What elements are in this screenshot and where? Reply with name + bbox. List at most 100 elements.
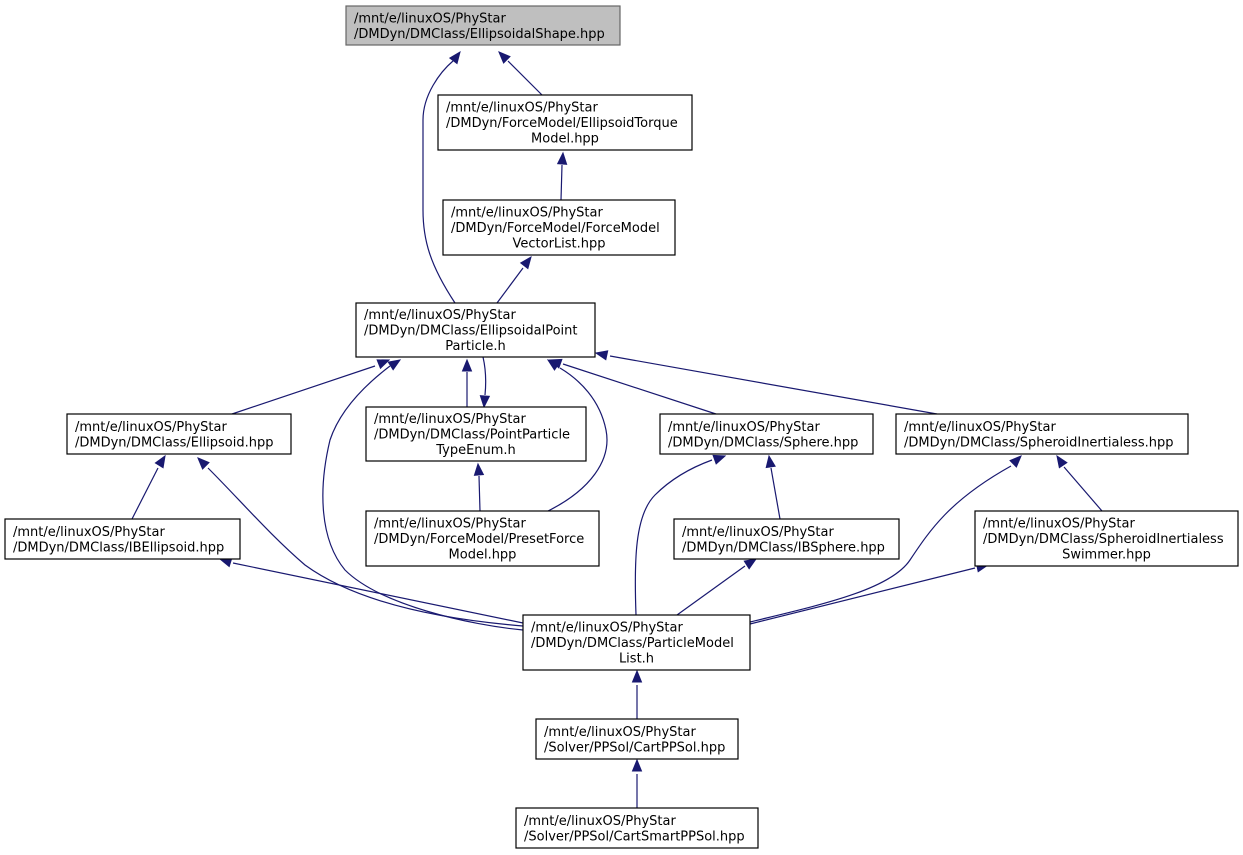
node-box bbox=[673, 518, 900, 560]
node-particle-model-list[interactable]: /mnt/e/linuxOS/PhyStar/DMDyn/DMClass/Par… bbox=[522, 614, 751, 671]
edge-line bbox=[131, 467, 159, 520]
node-label-line: /mnt/e/linuxOS/PhyStar bbox=[531, 621, 683, 636]
edge-line bbox=[231, 365, 376, 415]
node-label-line: Particle.h bbox=[445, 339, 505, 354]
node-label-line: /mnt/e/linuxOS/PhyStar bbox=[446, 101, 598, 116]
edge-ib_sphere-to-sphere bbox=[765, 454, 781, 520]
node-label-line: /mnt/e/linuxOS/PhyStar bbox=[75, 420, 227, 435]
node-label-line: VectorList.hpp bbox=[512, 237, 605, 252]
node-box bbox=[355, 302, 596, 358]
arrowhead-icon bbox=[765, 454, 776, 469]
node-label-line: Swimmer.hpp bbox=[1062, 548, 1151, 563]
edge-ib_ellipsoid-to-ellipsoid bbox=[131, 454, 166, 520]
node-box bbox=[522, 614, 751, 671]
node-label-line: /DMDyn/ForceModel/ForceModel bbox=[451, 221, 660, 236]
edge-point_particle_type_enum-to-ellipsoidal_point_particle bbox=[461, 358, 473, 407]
node-preset-force-model[interactable]: /mnt/e/linuxOS/PhyStar/DMDyn/ForceModel/… bbox=[365, 510, 600, 567]
arrowhead-icon bbox=[712, 454, 727, 465]
node-ib-sphere[interactable]: /mnt/e/linuxOS/PhyStar/DMDyn/DMClass/IBS… bbox=[673, 518, 900, 560]
nodes-layer: /mnt/e/linuxOS/PhyStar/DMDyn/DMClass/Ell… bbox=[4, 5, 1239, 849]
edge-line bbox=[560, 164, 563, 201]
edge-ellipsoidal_point_particle-to-force_model_vector_list bbox=[496, 255, 532, 304]
arrowhead-icon bbox=[154, 454, 166, 469]
arrowhead-icon bbox=[548, 358, 563, 369]
edge-particle_model_list-to-ellipsoidal_point_particle bbox=[322, 359, 524, 631]
arrowhead-icon bbox=[479, 395, 491, 409]
node-label-line: /mnt/e/linuxOS/PhyStar bbox=[374, 412, 526, 427]
edge-line bbox=[676, 565, 746, 616]
node-box bbox=[535, 718, 739, 760]
edge-line bbox=[770, 467, 781, 520]
node-label-line: /mnt/e/linuxOS/PhyStar bbox=[544, 725, 696, 740]
node-label-line: /Solver/PPSol/CartPPSol.hpp bbox=[544, 740, 725, 755]
node-force-model-vector-list[interactable]: /mnt/e/linuxOS/PhyStar/DMDyn/ForceModel/… bbox=[442, 199, 676, 256]
node-box bbox=[437, 94, 693, 151]
edge-ellipsoid_torque_model-to-ellipsoidal_shape bbox=[498, 51, 543, 96]
node-label-line: /DMDyn/ForceModel/EllipsoidTorque bbox=[446, 116, 678, 131]
node-ellipsoidal-point-particle[interactable]: /mnt/e/linuxOS/PhyStar/DMDyn/DMClass/Ell… bbox=[355, 302, 596, 358]
node-label-line: Model.hpp bbox=[449, 548, 517, 563]
node-box bbox=[442, 199, 676, 256]
node-label-line: /DMDyn/DMClass/Sphere.hpp bbox=[668, 435, 858, 450]
node-label-line: /DMDyn/DMClass/ParticleModel bbox=[531, 636, 734, 651]
arrowhead-icon bbox=[461, 358, 473, 372]
edge-sphere-to-ellipsoidal_point_particle bbox=[548, 358, 717, 415]
arrowhead-icon bbox=[498, 51, 511, 64]
node-label-line: /mnt/e/linuxOS/PhyStar bbox=[354, 11, 506, 26]
node-ellipsoidal-shape[interactable]: /mnt/e/linuxOS/PhyStar/DMDyn/DMClass/Ell… bbox=[345, 5, 621, 46]
node-label-line: /DMDyn/DMClass/EllipsoidalShape.hpp bbox=[354, 27, 605, 42]
arrowhead-icon bbox=[448, 50, 461, 65]
node-label-line: Model.hpp bbox=[531, 132, 599, 147]
node-ellipsoid[interactable]: /mnt/e/linuxOS/PhyStar/DMDyn/DMClass/Ell… bbox=[66, 413, 292, 455]
node-label-line: /DMDyn/DMClass/SpheroidInertialess.hpp bbox=[904, 435, 1173, 450]
arrowhead-icon bbox=[197, 457, 210, 470]
node-label-line: /mnt/e/linuxOS/PhyStar bbox=[983, 517, 1135, 532]
edge-line bbox=[207, 467, 524, 627]
node-label-line: /DMDyn/DMClass/Ellipsoid.hpp bbox=[75, 435, 274, 450]
node-box bbox=[365, 510, 600, 567]
edge-line bbox=[422, 60, 456, 304]
arrowhead-icon bbox=[376, 359, 391, 370]
edge-particle_model_list-to-spheroid_inertialess_swimmer bbox=[749, 562, 990, 625]
node-ib-ellipsoid[interactable]: /mnt/e/linuxOS/PhyStar/DMDyn/DMClass/IBE… bbox=[4, 518, 241, 560]
edge-particle_model_list-to-ib_sphere bbox=[676, 558, 758, 616]
edge-line bbox=[232, 562, 524, 624]
arrowhead-icon bbox=[556, 151, 568, 165]
node-point-particle-type-enum[interactable]: /mnt/e/linuxOS/PhyStar/DMDyn/DMClass/Poi… bbox=[365, 406, 587, 462]
edge-line bbox=[507, 60, 543, 96]
edges-layer bbox=[131, 50, 1103, 808]
edge-line bbox=[634, 459, 713, 616]
node-box bbox=[66, 413, 292, 455]
edge-spheroid_inertialess_swimmer-to-spheroid_inertialess bbox=[1056, 454, 1103, 512]
node-sphere[interactable]: /mnt/e/linuxOS/PhyStar/DMDyn/DMClass/Sph… bbox=[659, 413, 874, 455]
node-label-line: /mnt/e/linuxOS/PhyStar bbox=[451, 206, 603, 221]
arrowhead-icon bbox=[631, 758, 643, 772]
edge-line bbox=[749, 567, 976, 625]
edge-line bbox=[547, 367, 608, 512]
edge-line bbox=[496, 267, 524, 304]
node-ellipsoid-torque-model[interactable]: /mnt/e/linuxOS/PhyStar/DMDyn/ForceModel/… bbox=[437, 94, 693, 151]
arrowhead-icon bbox=[473, 462, 485, 476]
node-label-line: /Solver/PPSol/CartSmartPPSol.hpp bbox=[524, 829, 745, 844]
arrowhead-icon bbox=[1009, 455, 1022, 468]
node-label-line: /mnt/e/linuxOS/PhyStar bbox=[682, 525, 834, 540]
node-cart-pp-sol[interactable]: /mnt/e/linuxOS/PhyStar/Solver/PPSol/Cart… bbox=[535, 718, 739, 760]
node-spheroid-inertialess[interactable]: /mnt/e/linuxOS/PhyStar/DMDyn/DMClass/Sph… bbox=[895, 413, 1189, 455]
edge-ellipsoidal_point_particle-to-ellipsoidal_shape bbox=[422, 50, 461, 304]
edge-line bbox=[609, 355, 938, 415]
edge-spheroid_inertialess-to-ellipsoidal_point_particle bbox=[594, 350, 938, 415]
arrowhead-icon bbox=[743, 558, 758, 570]
edge-force_model_vector_list-to-ellipsoid_torque_model bbox=[556, 151, 568, 201]
edge-particle_model_list-to-ellipsoid bbox=[197, 457, 524, 627]
edge-cart_pp_sol-to-particle_model_list bbox=[631, 669, 643, 719]
node-cart-smart-pp-sol[interactable]: /mnt/e/linuxOS/PhyStar/Solver/PPSol/Cart… bbox=[515, 807, 759, 849]
edge-ellipsoid-to-ellipsoidal_point_particle bbox=[231, 359, 391, 415]
node-label-line: /DMDyn/DMClass/IBSphere.hpp bbox=[682, 540, 885, 555]
edge-line bbox=[562, 363, 717, 415]
node-box bbox=[4, 518, 241, 560]
node-spheroid-inertialess-swimmer[interactable]: /mnt/e/linuxOS/PhyStar/DMDyn/DMClass/Sph… bbox=[974, 510, 1239, 567]
node-box bbox=[345, 5, 621, 46]
node-label-line: /DMDyn/DMClass/PointParticle bbox=[374, 428, 570, 443]
arrowhead-icon bbox=[631, 669, 643, 683]
